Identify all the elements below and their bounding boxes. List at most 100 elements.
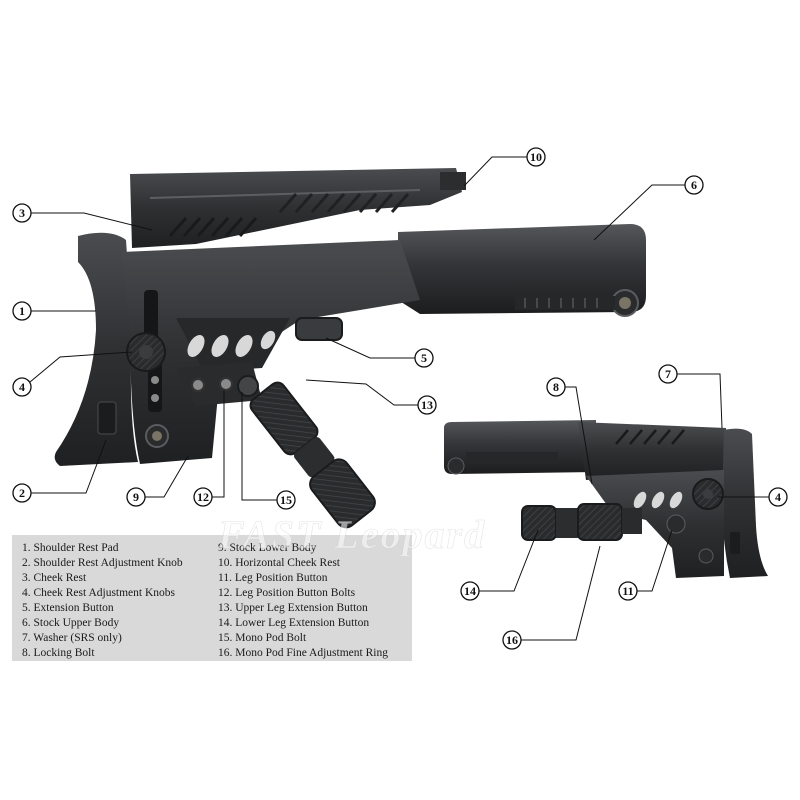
- callout-16: 16: [502, 545, 601, 650]
- callout-circle: [417, 395, 437, 415]
- callout-6: 6: [593, 175, 704, 241]
- callout-circle: [684, 175, 704, 195]
- callout-leader-line: [463, 156, 527, 187]
- tube-rail-slots: [524, 298, 598, 308]
- callout-leader-line: [305, 379, 418, 406]
- legend-box: [12, 535, 412, 661]
- callout-number: 16: [506, 633, 518, 647]
- callout-number: 13: [421, 398, 433, 412]
- callout-circle: [12, 377, 32, 397]
- legend-item: 13. Upper Leg Extension Button: [218, 602, 368, 614]
- callout-number: 10: [530, 150, 542, 164]
- callout-number: 15: [280, 493, 292, 507]
- callout-14: 14: [460, 529, 539, 601]
- callout-4: 4: [718, 487, 788, 507]
- legend-item: 14. Lower Leg Extension Button: [218, 617, 369, 629]
- callout-number: 1: [19, 304, 25, 318]
- small-mono-pod: [521, 503, 642, 541]
- legend-column-1: 1. Shoulder Rest Pad 2. Shoulder Rest Ad…: [22, 542, 183, 659]
- callout-3: 3: [12, 203, 153, 231]
- callout-leader-line: [241, 392, 277, 501]
- callout-15: 15: [241, 392, 296, 510]
- main-stock-illustration: [54, 168, 646, 529]
- skeleton-windows: [187, 330, 276, 357]
- callout-number: 4: [19, 380, 25, 394]
- callout-leader-line: [31, 439, 107, 494]
- legend-item: 11. Leg Position Button: [218, 572, 328, 584]
- callout-leader-line: [677, 373, 723, 429]
- callout-number: 5: [421, 351, 427, 365]
- leg-position-button-bolt: [191, 378, 205, 392]
- legend-item: 12. Leg Position Button Bolts: [218, 587, 356, 599]
- legend-item: 10. Horizontal Cheek Rest: [218, 557, 341, 569]
- callout-number: 9: [133, 490, 139, 504]
- callout-number: 11: [622, 584, 633, 598]
- callout-leader-line: [31, 212, 153, 231]
- callout-9: 9: [126, 455, 189, 507]
- callout-circle: [12, 483, 32, 503]
- legend-item: 5. Extension Button: [22, 602, 114, 614]
- callout-2: 2: [12, 439, 107, 503]
- callout-circle: [460, 581, 480, 601]
- cheek-rest: [130, 168, 462, 248]
- small-stock-illustration: [444, 420, 768, 578]
- legend-item: 1. Shoulder Rest Pad: [22, 542, 119, 554]
- stock-upper-body-tube: [398, 224, 646, 314]
- mono-pod-leg: [249, 381, 376, 529]
- small-stock-lower: [586, 470, 724, 578]
- small-stock-tube: [444, 420, 596, 474]
- callout-circle: [502, 630, 522, 650]
- small-stock-upper: [578, 422, 728, 480]
- legend-item: 8. Locking Bolt: [22, 647, 95, 659]
- shoulder-rest-pad: [54, 232, 138, 466]
- legend-item: 7. Washer (SRS only): [22, 632, 122, 644]
- callout-circle: [768, 487, 788, 507]
- cheek-rest-grip-pattern: [168, 217, 258, 237]
- callout-10: 10: [463, 147, 546, 187]
- callout-circle: [526, 147, 546, 167]
- small-shoulder-rest-pad: [722, 428, 768, 578]
- callout-number: 4: [775, 490, 781, 504]
- callout-leader-line: [212, 390, 225, 498]
- horizontal-cheek-rest: [440, 172, 466, 190]
- callout-leader-line: [145, 455, 189, 498]
- callout-13: 13: [305, 379, 437, 415]
- legend-item: 2. Shoulder Rest Adjustment Knob: [22, 557, 183, 569]
- callout-5: 5: [325, 337, 434, 368]
- callout-leader-line: [325, 337, 415, 359]
- callout-number: 6: [691, 178, 697, 192]
- tube-rail: [515, 296, 615, 310]
- callout-8: 8: [546, 377, 593, 485]
- legend-item: 3. Cheek Rest: [22, 572, 87, 584]
- legend-item: 16. Mono Pod Fine Adjustment Ring: [218, 647, 388, 659]
- legend-item: 15. Mono Pod Bolt: [218, 632, 307, 644]
- callout-1: 1: [12, 301, 96, 321]
- callout-11: 11: [618, 529, 673, 601]
- callout-circle: [414, 348, 434, 368]
- callout-number: 3: [19, 206, 25, 220]
- extension-button: [295, 317, 343, 341]
- callout-circle: [193, 487, 213, 507]
- callout-leader-line: [565, 386, 593, 485]
- stock-lower-body: [122, 240, 420, 464]
- callout-circle: [12, 203, 32, 223]
- callout-circle: [126, 487, 146, 507]
- mono-pod-bolt: [237, 375, 259, 397]
- callout-4: 4: [12, 351, 133, 397]
- callout-number: 12: [197, 490, 209, 504]
- callout-number: 8: [553, 380, 559, 394]
- legend-item: 9. Stock Lower Body: [218, 542, 317, 554]
- callout-circle: [12, 301, 32, 321]
- callout-number: 7: [665, 367, 671, 381]
- callout-7: 7: [658, 364, 723, 429]
- callout-circle: [618, 581, 638, 601]
- callout-circle: [276, 490, 296, 510]
- callout-leader-line: [29, 351, 133, 383]
- legend-column-2: 9. Stock Lower Body 10. Horizontal Cheek…: [218, 542, 388, 659]
- callout-leader-line: [479, 529, 539, 592]
- callout-circle: [658, 364, 678, 384]
- legend-item: 6. Stock Upper Body: [22, 617, 119, 629]
- callout-number: 14: [464, 584, 476, 598]
- stock-skeleton-frame: [176, 318, 290, 372]
- shoulder-pad-button: [97, 401, 117, 435]
